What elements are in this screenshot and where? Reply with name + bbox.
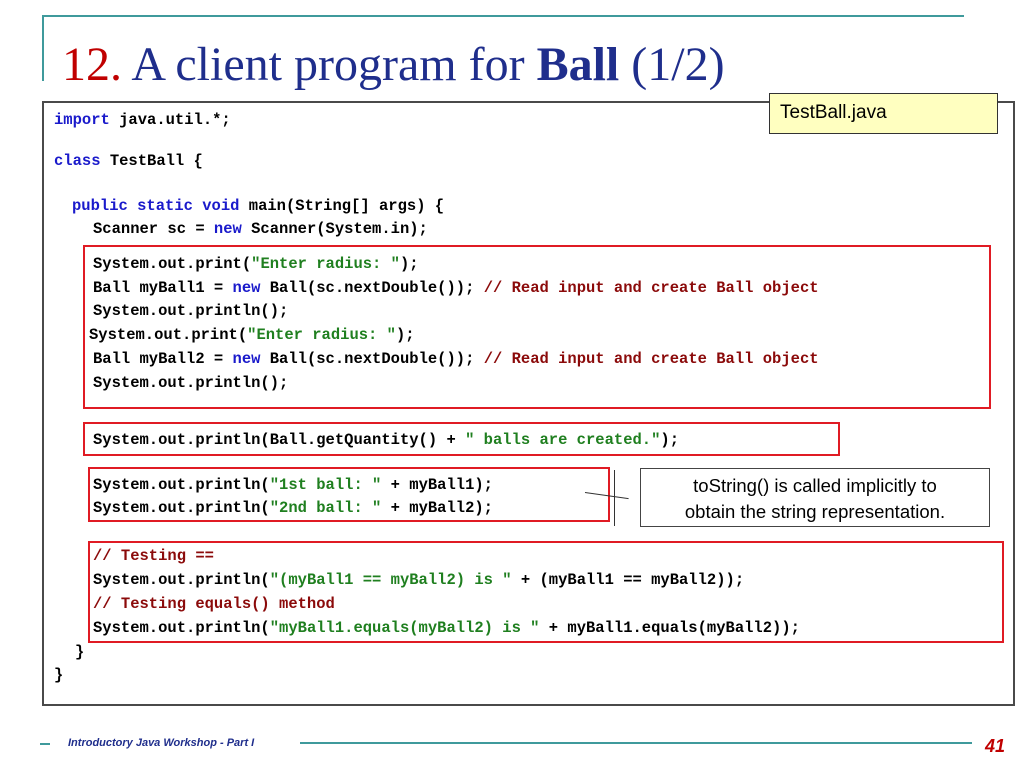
header-top-line xyxy=(42,15,964,17)
footer-dash xyxy=(40,743,50,745)
title-suffix: (1/2) xyxy=(631,38,725,91)
header-left-line xyxy=(42,15,44,81)
code-line-print-radius-2: System.out.print("Enter radius: "); xyxy=(89,326,415,344)
code-line-create-ball-1: Ball myBall1 = new Ball(sc.nextDouble())… xyxy=(93,279,819,297)
code-line-print-ball-2: System.out.println("2nd ball: " + myBall… xyxy=(93,499,493,517)
code-line-close-class: } xyxy=(54,666,64,684)
code-line-print-ball-1: System.out.println("1st ball: " + myBall… xyxy=(93,476,493,494)
input-block-box xyxy=(83,245,991,409)
code-line-scanner: Scanner sc = new Scanner(System.in); xyxy=(93,220,428,238)
testing-block-box xyxy=(88,541,1004,643)
code-line-print-radius-1: System.out.print("Enter radius: "); xyxy=(93,255,419,273)
code-line-comment-testing-eq: // Testing == xyxy=(93,547,214,565)
page-number: 41 xyxy=(985,736,1006,756)
title-number: 12. xyxy=(62,38,122,91)
code-line-create-ball-2: Ball myBall2 = new Ball(sc.nextDouble())… xyxy=(93,350,819,368)
code-line-quantity: System.out.println(Ball.getQuantity() + … xyxy=(93,431,680,449)
code-line-comment-testing-equals: // Testing equals() method xyxy=(93,595,335,613)
code-panel xyxy=(42,101,1015,706)
callout-line-2: obtain the string representation. xyxy=(684,501,946,522)
file-name-label: TestBall.java xyxy=(769,93,998,134)
footer-course-title: Introductory Java Workshop - Part I xyxy=(68,737,255,749)
code-line-print-eq: System.out.println("(myBall1 == myBall2)… xyxy=(93,571,745,589)
title-bold-word: Ball xyxy=(536,38,620,91)
code-line-class: class TestBall { xyxy=(54,152,203,170)
code-line-main: public static void main(String[] args) { xyxy=(72,197,445,215)
callout-bracket xyxy=(614,470,629,526)
callout-line-1: toString() is called implicitly to xyxy=(693,475,937,496)
code-line-close-method: } xyxy=(75,643,85,661)
footer-line xyxy=(300,742,972,744)
code-line-println-2: System.out.println(); xyxy=(93,374,289,392)
slide-title: 12. A client program for Ball (1/2) xyxy=(62,30,725,100)
code-line-print-equals: System.out.println("myBall1.equals(myBal… xyxy=(93,619,800,637)
quantity-block-box xyxy=(83,422,840,456)
title-prefix: A client program for xyxy=(131,38,525,91)
code-line-println-1: System.out.println(); xyxy=(93,302,289,320)
tostring-callout: toString() is called implicitly to obtai… xyxy=(640,468,990,527)
code-line-import: import java.util.*; xyxy=(54,111,231,129)
